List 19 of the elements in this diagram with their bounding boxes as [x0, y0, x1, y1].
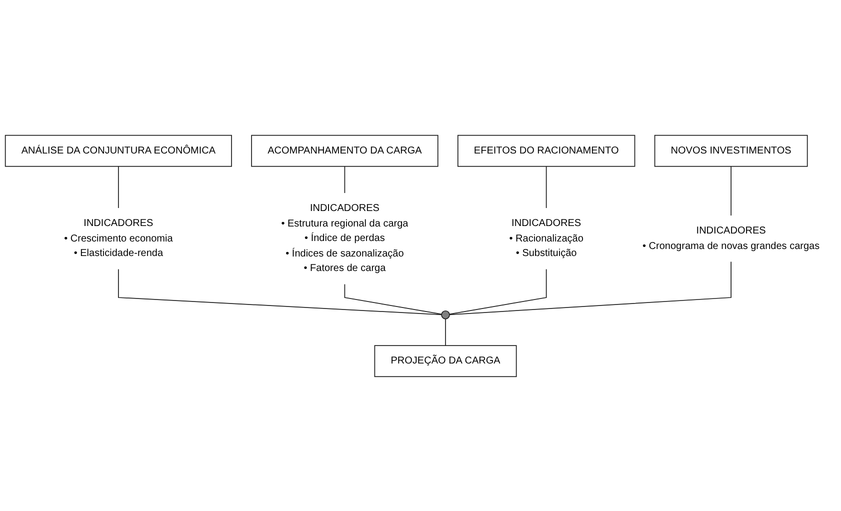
- connector: [449, 268, 547, 314]
- node-circle: [441, 310, 450, 319]
- node-box: EFEITOS DO RACIONAMENTO: [457, 134, 636, 166]
- connector: [118, 268, 442, 315]
- node-box: NOVOS INVESTIMENTOS: [654, 134, 808, 166]
- connector: [445, 318, 446, 346]
- connector: [449, 260, 732, 315]
- connector: [344, 283, 442, 314]
- node-text: INDICADORES • Estrutura regional da carga • Índice de perdas • Índices de sazonalização • Fatores de carga: [281, 202, 408, 274]
- node-text: INDICADORES • Cronograma de novas grandes cargas: [642, 224, 820, 251]
- connector: [118, 165, 119, 208]
- node-box: ACOMPANHAMENTO DA CARGA: [251, 134, 438, 166]
- node-box: PROJEÇÃO DA CARGA: [374, 344, 517, 377]
- node-box: ANÁLISE DA CONJUNTURA ECONÔMICA: [4, 134, 232, 166]
- connector: [546, 165, 547, 208]
- node-text: INDICADORES • Crescimento economia • Elasticidade-renda: [64, 216, 173, 258]
- node-text: INDICADORES • Racionalização • Substituição: [509, 216, 584, 258]
- connector: [730, 165, 732, 216]
- connector: [344, 165, 346, 194]
